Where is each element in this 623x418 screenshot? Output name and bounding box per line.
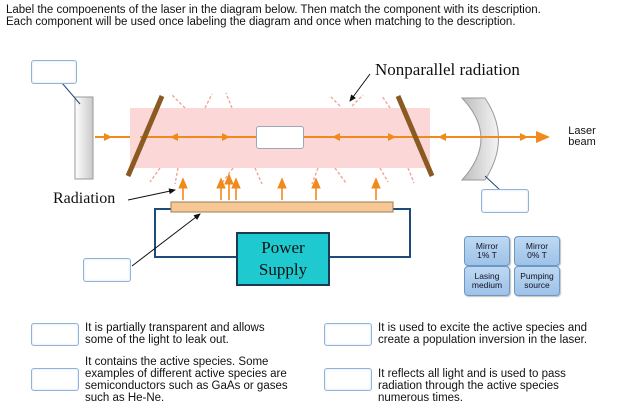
chip-label: 0% T: [527, 250, 547, 260]
chip-label: Lasing: [474, 271, 500, 281]
drop-target-lasing-medium[interactable]: [256, 126, 304, 149]
drop-target-description-3[interactable]: [324, 323, 372, 346]
power-supply: Power Supply: [236, 232, 330, 286]
drop-target-description-4[interactable]: [324, 368, 372, 391]
pump-leader: [131, 213, 201, 267]
power-supply-line-2: Supply: [258, 260, 308, 279]
right-mirror-leader: [484, 175, 501, 191]
nonparallel-radiation-label: Nonparallel radiation: [375, 60, 520, 79]
pumping-source: [170, 201, 394, 213]
description-line: It is partially transparent and allows: [85, 322, 265, 334]
chip-label: medium: [471, 280, 503, 290]
left-mirror: [74, 96, 94, 180]
description-line: It contains the active species. Some: [85, 356, 269, 368]
drop-target-right-mirror[interactable]: [481, 189, 529, 213]
chip-pumping-source[interactable]: Pumping source: [514, 266, 560, 296]
chip-mirror-1pct[interactable]: Mirror 1% T: [464, 236, 510, 266]
description-line: some of the light to leak out.: [85, 334, 229, 346]
power-supply-line-1: Power: [261, 238, 305, 257]
left-brewster-window: [125, 95, 165, 177]
chip-lasing-medium[interactable]: Lasing medium: [464, 266, 510, 296]
chip-label: source: [524, 280, 550, 290]
description-line: numerous times.: [378, 392, 464, 404]
instructions-line-1: Label the compoenents of the laser in th…: [6, 4, 541, 16]
chip-label: Mirror: [525, 241, 549, 251]
drop-target-pumping-source[interactable]: [83, 258, 131, 282]
description-line: radiation through the active species: [378, 380, 559, 392]
chip-label: 1% T: [477, 250, 497, 260]
laser-beam-label-line-2: beam: [568, 136, 596, 148]
instructions: Label the compoenents of the laser in th…: [6, 4, 618, 28]
description-line: examples of different active species are: [85, 368, 287, 380]
chip-mirror-0pct[interactable]: Mirror 0% T: [514, 236, 560, 266]
description-line: It reflects all light and is used to pas…: [378, 368, 566, 380]
radiation-pointer: [127, 188, 176, 201]
drop-target-description-2[interactable]: [31, 368, 79, 391]
description-line: It is used to excite the active species …: [378, 322, 588, 334]
description-line: such as He-Ne.: [85, 392, 165, 404]
description-line: create a population inversion in the las…: [378, 334, 588, 346]
description-line: semiconductors such as GaAs or gases: [85, 380, 288, 392]
pump-arrows: [178, 173, 381, 200]
chip-label: Mirror: [475, 241, 499, 251]
right-brewster-window: [395, 95, 435, 177]
chip-label: Pumping: [520, 271, 554, 281]
circuit-wires: [154, 208, 411, 258]
left-mirror-leader: [61, 82, 81, 105]
description-4: It reflects all light and is used to pas…: [378, 368, 618, 404]
description-2: It contains the active species. Some exa…: [85, 356, 320, 404]
description-3: It is used to excite the active species …: [378, 322, 618, 346]
drop-target-description-1[interactable]: [31, 323, 79, 346]
radiation-label: Radiation: [53, 190, 116, 207]
drop-target-left-mirror[interactable]: [31, 60, 77, 84]
right-mirror: [460, 97, 499, 181]
nonparallel-pointer: [349, 73, 371, 102]
laser-beam-label: Laser beam: [560, 126, 604, 148]
description-1: It is partially transparent and allows s…: [85, 322, 315, 346]
laser-beam-label-line-1: Laser: [568, 125, 596, 137]
instructions-line-2: Each component will be used once labelin…: [6, 16, 516, 28]
